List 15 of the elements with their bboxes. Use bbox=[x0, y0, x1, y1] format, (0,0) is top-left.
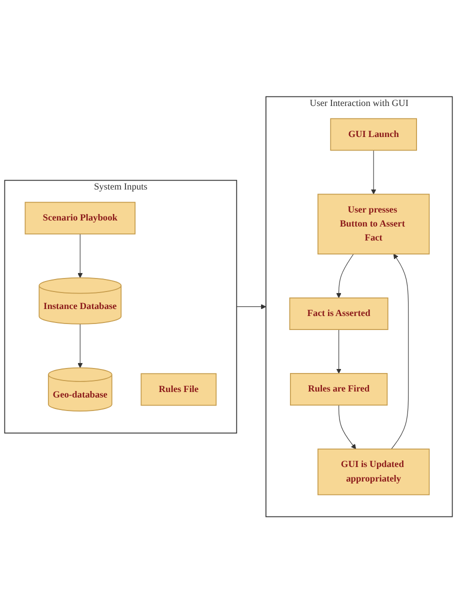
arrow bbox=[391, 254, 409, 450]
node-box: Scenario Playbook bbox=[24, 202, 136, 234]
arrow bbox=[371, 150, 376, 194]
arrow bbox=[78, 323, 83, 368]
node-box: GUI is Updated appropriately bbox=[318, 448, 430, 495]
node-box: GUI Launch bbox=[330, 118, 417, 151]
arrow bbox=[78, 233, 83, 278]
arrow bbox=[336, 253, 354, 298]
arrow bbox=[336, 329, 342, 374]
node-box: Fact is Asserted bbox=[289, 297, 388, 330]
node-box: Rules File bbox=[140, 373, 217, 406]
arrow bbox=[236, 304, 266, 310]
arrow bbox=[338, 404, 356, 450]
node-box: User presses Button to Assert Fact bbox=[318, 194, 430, 254]
node-box: Rules are Fired bbox=[290, 372, 388, 406]
